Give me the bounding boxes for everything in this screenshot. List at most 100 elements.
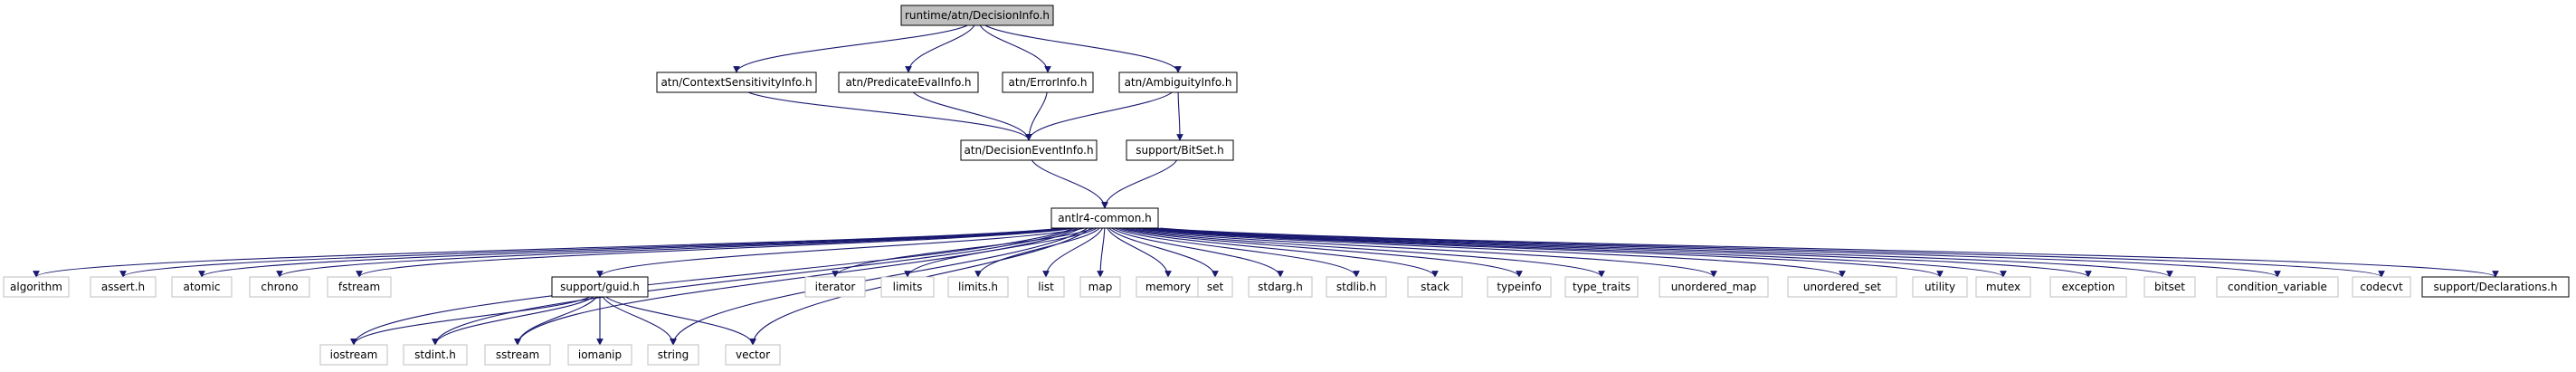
node-iostream: iostream [319, 344, 388, 366]
edge-common-to-unordered_map [1128, 227, 1717, 278]
edge-common-to-utility [1137, 227, 1944, 278]
node-dei[interactable]: atn/DecisionEventInfo.h [960, 139, 1098, 161]
node-box-list [1027, 276, 1065, 298]
node-utility: utility [1912, 276, 1968, 298]
edge-guid-to-stdint [432, 296, 594, 346]
edge-common-to-type_traits [1124, 227, 1605, 278]
node-label-atomic: atomic [183, 281, 220, 293]
node-algorithm: algorithm [3, 276, 70, 298]
edge-bitset_h-to-common [1101, 159, 1178, 209]
node-label-err: atn/ErrorInfo.h [1009, 76, 1088, 89]
node-label-assert: assert.h [101, 281, 145, 293]
node-box-unordered_set [1787, 276, 1897, 298]
node-label-chrono: chrono [261, 281, 298, 293]
edge-common-to-atomic [198, 227, 1069, 278]
node-box-stdint [403, 344, 468, 366]
node-label-exception: exception [2062, 281, 2115, 293]
node-label-type_traits: type_traits [1573, 281, 1630, 293]
node-label-vector: vector [736, 348, 770, 361]
node-string: string [647, 344, 699, 366]
edge-common-to-map [1097, 227, 1106, 278]
node-unordered_set: unordered_set [1787, 276, 1897, 298]
node-label-condvar: condition_variable [2228, 281, 2327, 293]
node-stack: stack [1407, 276, 1463, 298]
node-stdlib: stdlib.h [1326, 276, 1387, 298]
node-layer: runtime/atn/DecisionInfo.h atn/ContextSen… [3, 5, 2570, 366]
node-box-dei [960, 139, 1098, 161]
node-root[interactable]: runtime/atn/DecisionInfo.h [900, 5, 1054, 26]
node-box-exception [2049, 276, 2127, 298]
edge-common-to-exception [1144, 227, 2092, 278]
edge-common-to-condvar [1151, 227, 2281, 278]
edge-common-to-algorithm [33, 227, 1062, 278]
node-label-typeinfo: typeinfo [1497, 281, 1541, 293]
node-label-fstream: fstream [338, 281, 380, 293]
edge-common-to-bitset [1147, 227, 2173, 278]
edge-common-to-memory [1107, 227, 1172, 278]
node-vector: vector [725, 344, 781, 366]
node-box-set [1197, 276, 1233, 298]
node-decl[interactable]: support/Declarations.h [2421, 276, 2570, 298]
node-condvar: condition_variable [2216, 276, 2339, 298]
edge-root-to-amb [984, 24, 1182, 73]
edge-common-to-codecvt [1155, 227, 2385, 278]
node-label-limits: limits [893, 281, 923, 293]
node-amb[interactable]: atn/AmbiguityInfo.h [1118, 72, 1238, 93]
edge-common-to-stdarg [1111, 227, 1284, 278]
edge-common-to-stdint [432, 227, 1079, 346]
node-box-iostream [319, 344, 388, 366]
node-label-bitset: bitset [2154, 281, 2185, 293]
node-label-unordered_set: unordered_set [1803, 281, 1882, 293]
node-label-pred: atn/PredicateEvalInfo.h [845, 76, 971, 89]
node-ctx[interactable]: atn/ContextSensitivityInfo.h [656, 72, 817, 93]
node-box-string [647, 344, 699, 366]
node-pred[interactable]: atn/PredicateEvalInfo.h [838, 72, 979, 93]
edge-err-to-dei [1025, 91, 1048, 141]
node-label-map: map [1088, 281, 1113, 293]
edge-root-to-pred [905, 24, 975, 73]
edge-common-to-set [1108, 227, 1219, 278]
node-box-stack [1407, 276, 1463, 298]
node-box-bitset_h [1126, 139, 1234, 161]
node-bitset_h[interactable]: support/BitSet.h [1126, 139, 1234, 161]
edge-common-to-stack [1117, 227, 1439, 278]
edge-common-to-sstream [514, 227, 1082, 346]
node-label-memory: memory [1145, 281, 1191, 293]
node-box-limits_h [947, 276, 1009, 298]
node-box-atomic [171, 276, 233, 298]
edge-guid-to-string [602, 296, 677, 346]
node-box-chrono [249, 276, 310, 298]
node-label-limits_h: limits.h [958, 281, 998, 293]
node-common[interactable]: antlr4-common.h [1050, 207, 1159, 229]
node-box-bitset [2143, 276, 2196, 298]
node-err[interactable]: atn/ErrorInfo.h [1002, 72, 1094, 93]
node-typeinfo: typeinfo [1487, 276, 1552, 298]
node-guid[interactable]: support/guid.h [551, 276, 649, 298]
edge-common-to-limits_h [974, 227, 1100, 278]
node-label-iostream: iostream [330, 348, 378, 361]
node-stdint: stdint.h [403, 344, 468, 366]
node-box-limits [880, 276, 935, 298]
node-list: list [1027, 276, 1065, 298]
node-iomanip: iomanip [567, 344, 632, 366]
node-label-mutex: mutex [1986, 281, 2020, 293]
node-sstream: sstream [484, 344, 551, 366]
node-label-string: string [658, 348, 689, 361]
edge-common-to-list [1042, 227, 1103, 278]
node-iterator: iterator [804, 276, 866, 298]
node-label-amb: atn/AmbiguityInfo.h [1125, 76, 1232, 89]
node-box-decl [2421, 276, 2570, 298]
node-label-iterator: iterator [815, 281, 856, 293]
node-label-ctx: atn/ContextSensitivityInfo.h [661, 76, 812, 89]
node-box-vector [725, 344, 781, 366]
node-box-guid [551, 276, 649, 298]
edge-common-to-unordered_set [1134, 227, 1846, 278]
node-label-unordered_map: unordered_map [1671, 281, 1757, 293]
node-assert: assert.h [90, 276, 157, 298]
edge-common-to-mutex [1140, 227, 2007, 278]
node-label-dei: atn/DecisionEventInfo.h [964, 144, 1093, 157]
node-memory: memory [1136, 276, 1201, 298]
node-label-root: runtime/atn/DecisionInfo.h [905, 9, 1050, 22]
node-fstream: fstream [327, 276, 392, 298]
